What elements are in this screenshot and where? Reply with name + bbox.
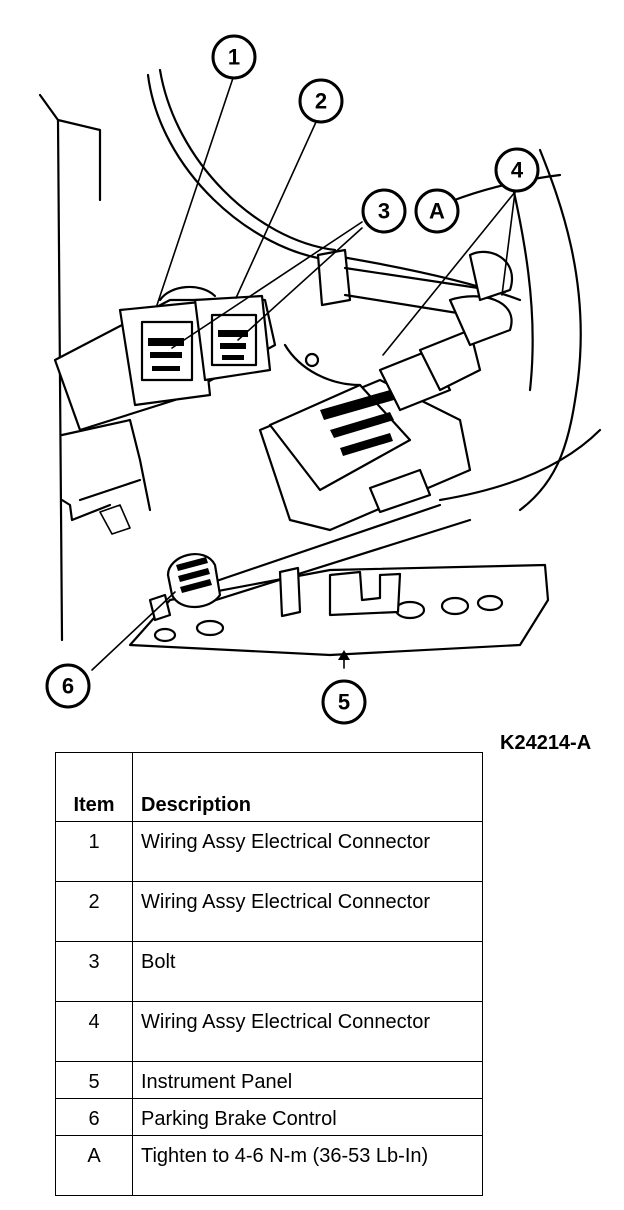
table-row: 1 Wiring Assy Electrical Connector [55,821,483,882]
figure-id: K24214-A [500,732,592,754]
table-row: 2 Wiring Assy Electrical Connector [55,881,483,942]
legend-header-row: Item Description [55,752,483,822]
callout-6: 6 [45,663,91,709]
svg-text:A: A [429,199,445,224]
callout-5: 5 [321,679,367,725]
row-description: Tighten to 4-6 N-m (36-53 Lb-In) [132,1135,483,1196]
table-row: 5 Instrument Panel [55,1061,483,1099]
legend-table: Item Description 1 Wiring Assy Electrica… [55,752,483,1196]
connector-diagram: 1 2 3 A 4 6 5 [38,34,602,725]
svg-text:1: 1 [228,45,240,70]
row-description: Wiring Assy Electrical Connector [132,1001,483,1062]
row-item: 4 [55,1001,133,1062]
table-row: 4 Wiring Assy Electrical Connector [55,1001,483,1062]
svg-text:6: 6 [62,674,74,699]
svg-text:2: 2 [315,89,327,114]
row-description: Instrument Panel [132,1061,483,1099]
parking-brake-control [148,553,222,622]
callout-2: 2 [298,78,344,124]
connector-1-2-assembly [53,285,277,432]
dash-panel-outline [38,93,152,642]
callout-1: 1 [211,34,257,80]
table-row: A Tighten to 4-6 N-m (36-53 Lb-In) [55,1135,483,1196]
row-item: A [55,1135,133,1196]
row-description: Parking Brake Control [132,1098,483,1136]
callout-a: A [414,188,460,234]
svg-text:5: 5 [338,690,350,715]
header-description: Description [132,752,483,822]
svg-text:4: 4 [511,158,524,183]
row-description: Bolt [132,941,483,1002]
row-item: 2 [55,881,133,942]
table-row: 6 Parking Brake Control [55,1098,483,1136]
leader-lines [91,77,516,671]
instrument-panel-bracket [128,503,550,657]
callout-3: 3 [361,188,407,234]
header-item: Item [55,752,133,822]
table-row: 3 Bolt [55,941,483,1002]
row-item: 6 [55,1098,133,1136]
row-item: 1 [55,821,133,882]
callout-4: 4 [494,147,540,193]
row-item: 3 [55,941,133,1002]
row-description: Wiring Assy Electrical Connector [132,821,483,882]
row-description: Wiring Assy Electrical Connector [132,881,483,942]
connector-4-assembly [258,250,513,532]
row-item: 5 [55,1061,133,1099]
svg-text:3: 3 [378,199,390,224]
